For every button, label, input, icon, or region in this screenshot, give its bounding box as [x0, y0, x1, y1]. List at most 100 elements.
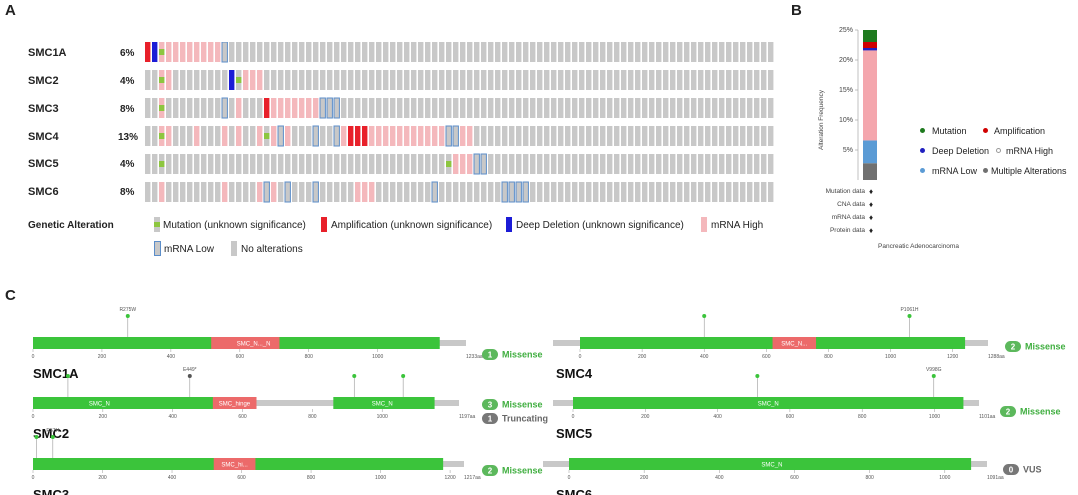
- oncoprint-cell: [194, 70, 200, 90]
- x-category-label: Pancreatic Adenocarcinoma: [878, 243, 959, 250]
- chart-legend-dot-mrna-low: [920, 168, 925, 173]
- legend-swatch-mutation: [154, 217, 160, 232]
- chart-legend-mutation: Mutation: [932, 126, 967, 136]
- oncoprint-cell: [754, 154, 760, 174]
- oncoprint-cell: [166, 42, 172, 62]
- protein-domain: [569, 458, 972, 470]
- oncoprint-cell: [691, 42, 697, 62]
- oncoprint-cell: [705, 182, 711, 202]
- oncoprint-cell: [495, 98, 501, 118]
- oncoprint-cell: [600, 70, 606, 90]
- oncoprint-cell: [530, 182, 536, 202]
- mutation-dot: [907, 314, 912, 318]
- oncoprint-cell: [362, 154, 368, 174]
- mutation-type-label: Missense: [502, 466, 543, 476]
- oncoprint-cell: [614, 126, 620, 146]
- oncoprint-cell: [187, 42, 193, 62]
- oncoprint-cell: [740, 182, 746, 202]
- protein-length-label: 1091aa: [987, 475, 1004, 481]
- mutation-dot: [125, 314, 130, 318]
- oncoprint-cell: [250, 70, 256, 90]
- oncoprint-cell: [411, 42, 417, 62]
- oncoprint-cell: [425, 42, 431, 62]
- oncoprint-cell: [649, 154, 655, 174]
- protein-backbone: [553, 400, 573, 406]
- oncoprint-cell: [334, 42, 340, 62]
- oncoprint-cell: [460, 42, 466, 62]
- oncoprint-cell: [663, 70, 669, 90]
- chart-legend-dot-multiple: [983, 168, 988, 173]
- oncoprint-cell: [319, 97, 326, 119]
- gene-pct-smc3: 8%: [120, 104, 135, 115]
- oncoprint-cell: [278, 182, 284, 202]
- oncoprint-cell: [376, 70, 382, 90]
- oncoprint-cell: [243, 70, 249, 90]
- oncoprint-cell: [201, 98, 207, 118]
- mutation-type-label: Truncating: [502, 414, 548, 424]
- mutation-type-label: Missense: [502, 400, 543, 410]
- gene-pct-smc4: 13%: [118, 132, 139, 143]
- oncoprint-cell: [348, 126, 354, 146]
- oncoprint-cell: [187, 154, 193, 174]
- oncoprint-cell: [257, 154, 263, 174]
- oncoprint-cell: [348, 42, 354, 62]
- oncoprint-cell: [284, 181, 291, 203]
- oncoprint-cell: [761, 42, 767, 62]
- oncoprint-cell: [292, 98, 298, 118]
- oncoprint-cell: [312, 125, 319, 147]
- oncoprint-cell: [432, 70, 438, 90]
- oncoprint-cell: [320, 126, 326, 146]
- protein-length-label: 1197aa: [459, 414, 476, 420]
- oncoprint-cell: [628, 70, 634, 90]
- oncoprint-cell: [747, 154, 753, 174]
- lollipop-gene-label: SMC5: [556, 426, 592, 441]
- oncoprint-cell: [250, 182, 256, 202]
- oncoprint-cell: [250, 154, 256, 174]
- oncoprint-cell: [642, 42, 648, 62]
- data-row-marker: ♦: [869, 200, 873, 209]
- oncoprint-cell: [411, 70, 417, 90]
- oncoprint-cell: [243, 98, 249, 118]
- oncoprint-cell: [698, 98, 704, 118]
- oncoprint-cell: [383, 42, 389, 62]
- oncoprint-cell: [404, 182, 410, 202]
- axis-tick-label: 600: [236, 354, 245, 360]
- oncoprint-cell: [768, 154, 774, 174]
- oncoprint-cell: [145, 70, 151, 90]
- oncoprint-cell: [467, 126, 473, 146]
- oncoprint-cell: [180, 182, 186, 202]
- gene-pct-smc5: 4%: [120, 159, 135, 170]
- oncoprint-cell: [397, 126, 403, 146]
- oncoprint-cell: [642, 98, 648, 118]
- oncoprint-cell: [572, 42, 578, 62]
- oncoprint-cell: [670, 70, 676, 90]
- oncoprint-cell: [635, 98, 641, 118]
- mutation-type-label: Missense: [1020, 407, 1061, 417]
- oncoprint-cell: [152, 182, 158, 202]
- oncoprint-cell: [460, 70, 466, 90]
- oncoprint-cell: [341, 154, 347, 174]
- oncoprint-cell: [649, 98, 655, 118]
- oncoprint-cell: [474, 98, 480, 118]
- oncoprint-cell: [621, 42, 627, 62]
- oncoprint-cell: [530, 154, 536, 174]
- oncoprint-cell: [180, 98, 186, 118]
- oncoprint-cell: [537, 42, 543, 62]
- lollipop-gene-label: SMC4: [556, 366, 593, 381]
- oncoprint-cell: [586, 42, 592, 62]
- oncoprint-cell: [229, 126, 235, 146]
- oncoprint-cell: [243, 126, 249, 146]
- oncoprint-cell: [607, 126, 613, 146]
- oncoprint-cell: [537, 126, 543, 146]
- oncoprint-cell: [733, 98, 739, 118]
- axis-tick-label: 1000: [377, 414, 388, 420]
- oncoprint-cell: [145, 154, 151, 174]
- oncoprint-cell: [558, 126, 564, 146]
- oncoprint-cell: [649, 42, 655, 62]
- legend-swatch-amplification: [321, 217, 327, 232]
- oncoprint-cell: [684, 126, 690, 146]
- oncoprint-cell: [537, 182, 543, 202]
- oncoprint-cell: [152, 70, 158, 90]
- oncoprint-cell: [516, 126, 522, 146]
- bar-segment: [863, 140, 877, 164]
